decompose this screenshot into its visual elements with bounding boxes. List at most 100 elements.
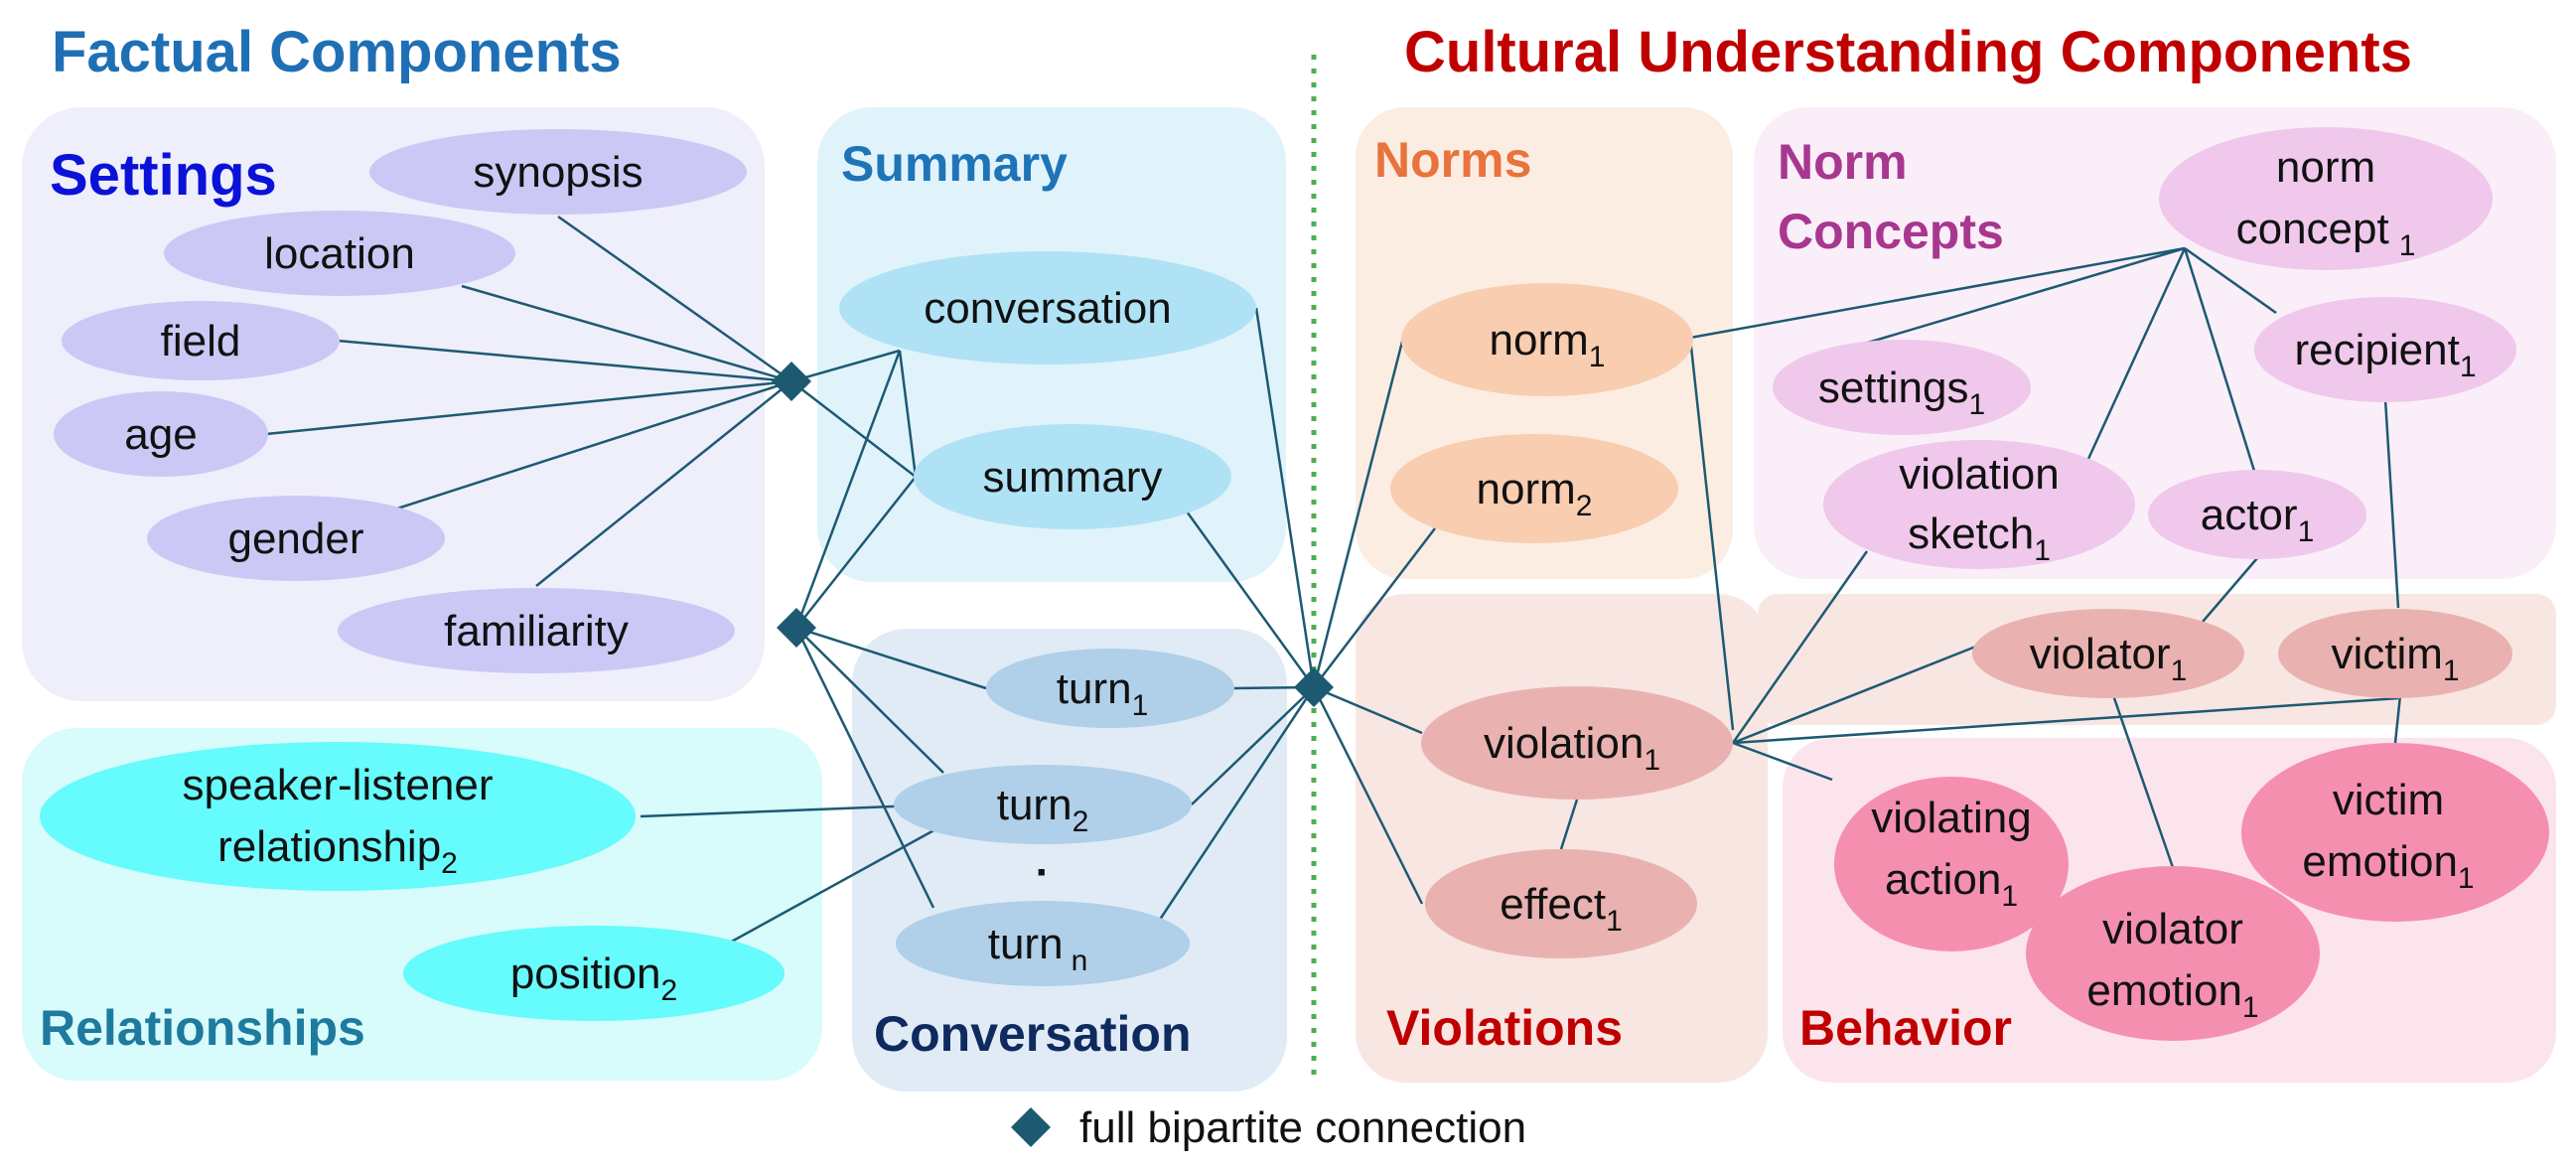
- svg-text:turn1: turn1: [1057, 664, 1149, 722]
- svg-text:conversation: conversation: [924, 284, 1171, 333]
- edge: [898, 350, 918, 478]
- edge: [1313, 527, 1436, 688]
- svg-text:norm2: norm2: [1477, 465, 1593, 522]
- violations-title: Violations: [1386, 1000, 1623, 1056]
- node-synopsis: synopsis: [369, 129, 747, 215]
- bipartite-diamond: [777, 608, 816, 648]
- edge: [1688, 337, 1735, 731]
- edge: [1313, 685, 1423, 735]
- svg-text:victim1: victim1: [2331, 630, 2459, 687]
- svg-text:gender: gender: [227, 514, 363, 563]
- node-effect-1: effect1: [1425, 849, 1697, 958]
- svg-text:norm1: norm1: [1490, 316, 1606, 373]
- node-gender: gender: [147, 496, 445, 581]
- node-recipient-1: recipient1: [2254, 297, 2516, 402]
- svg-text:emotion1: emotion1: [2086, 966, 2258, 1024]
- edge: [794, 627, 935, 909]
- node-victim-1: victim1: [2278, 609, 2512, 698]
- behavior-title: Behavior: [1799, 1000, 2012, 1056]
- edge: [1142, 686, 1316, 945]
- svg-text:violation1: violation1: [1484, 719, 1660, 777]
- svg-text:synopsis: synopsis: [473, 148, 643, 197]
- svg-text:actor1: actor1: [2201, 491, 2315, 548]
- edge: [2202, 557, 2258, 623]
- node-familiarity: familiarity: [338, 588, 735, 673]
- edge: [1191, 686, 1315, 805]
- node-speaker-listener-relationship: speaker-listener relationship2: [40, 742, 636, 891]
- edge: [2086, 247, 2187, 460]
- edge: [1731, 550, 1869, 744]
- svg-text:relationship2: relationship2: [217, 822, 458, 880]
- node-settings-1: settings1: [1773, 340, 2031, 435]
- svg-text:norm: norm: [2276, 143, 2375, 192]
- svg-text:victim: victim: [2333, 776, 2444, 824]
- edge: [1559, 799, 1579, 850]
- edge: [795, 627, 944, 774]
- turn-ellipsis: ·: [1036, 848, 1051, 897]
- norms-title: Norms: [1374, 132, 1531, 188]
- edge: [1732, 741, 1833, 782]
- svg-text:violator1: violator1: [2030, 630, 2188, 687]
- edge: [1833, 246, 2186, 355]
- edge: [790, 349, 901, 383]
- node-norm-1: norm1: [1401, 283, 1693, 396]
- edge: [265, 379, 792, 436]
- bipartite-diamond: [772, 362, 811, 401]
- node-summary: summary: [914, 424, 1231, 529]
- edge: [1312, 686, 1424, 905]
- edge: [727, 820, 949, 946]
- edge: [1732, 644, 1979, 745]
- edge: [557, 215, 792, 383]
- edge: [1732, 696, 2399, 745]
- svg-text:action1: action1: [1885, 855, 2018, 913]
- svg-text:familiarity: familiarity: [444, 607, 629, 656]
- svg-text:field: field: [161, 317, 241, 365]
- node-position: position2: [403, 926, 785, 1021]
- node-turn-2: turn2: [894, 765, 1192, 844]
- node-norm-2: norm2: [1390, 434, 1678, 543]
- summary-title: Summary: [841, 136, 1068, 192]
- node-violating-action-1: violating action1: [1834, 777, 2069, 951]
- edge: [795, 476, 917, 629]
- edge: [1689, 246, 2186, 340]
- svg-text:emotion1: emotion1: [2302, 837, 2474, 895]
- edge: [2184, 246, 2277, 315]
- svg-text:speaker-listener: speaker-listener: [182, 761, 493, 809]
- norm-concepts-title-line2: Concepts: [1778, 204, 2004, 259]
- svg-text:recipient1: recipient1: [2295, 326, 2477, 383]
- edge: [1312, 337, 1405, 688]
- node-violator-1: violator1: [1972, 609, 2244, 698]
- legend-text: full bipartite connection: [1079, 1103, 1526, 1152]
- conversation-title: Conversation: [874, 1006, 1192, 1062]
- edge: [2183, 247, 2256, 472]
- node-age: age: [54, 391, 268, 477]
- edge: [1254, 307, 1316, 688]
- edge: [396, 379, 792, 511]
- norm-concepts-title-line1: Norm: [1778, 134, 1908, 190]
- edge: [640, 802, 944, 818]
- node-field: field: [62, 301, 340, 380]
- node-victim-emotion-1: victim emotion1: [2241, 743, 2549, 922]
- edge: [794, 350, 902, 629]
- svg-text:violation: violation: [1899, 450, 2059, 499]
- node-location: location: [164, 211, 515, 296]
- cultural-components-header: Cultural Understanding Components: [1404, 20, 2412, 84]
- edge: [795, 626, 987, 690]
- svg-text:violator: violator: [2102, 905, 2243, 953]
- edge: [1185, 511, 1316, 688]
- svg-text:turn2: turn2: [997, 781, 1089, 838]
- bipartite-diamond: [1294, 667, 1334, 707]
- settings-title: Settings: [50, 143, 277, 208]
- relationships-title: Relationships: [40, 1000, 365, 1056]
- factual-components-header: Factual Components: [52, 20, 622, 84]
- node-turn-1: turn1: [986, 649, 1234, 728]
- edges: [265, 215, 2402, 946]
- edge: [790, 380, 917, 478]
- legend-diamond-icon: [1011, 1107, 1051, 1147]
- svg-text:position2: position2: [510, 949, 677, 1007]
- svg-text:effect1: effect1: [1500, 880, 1623, 938]
